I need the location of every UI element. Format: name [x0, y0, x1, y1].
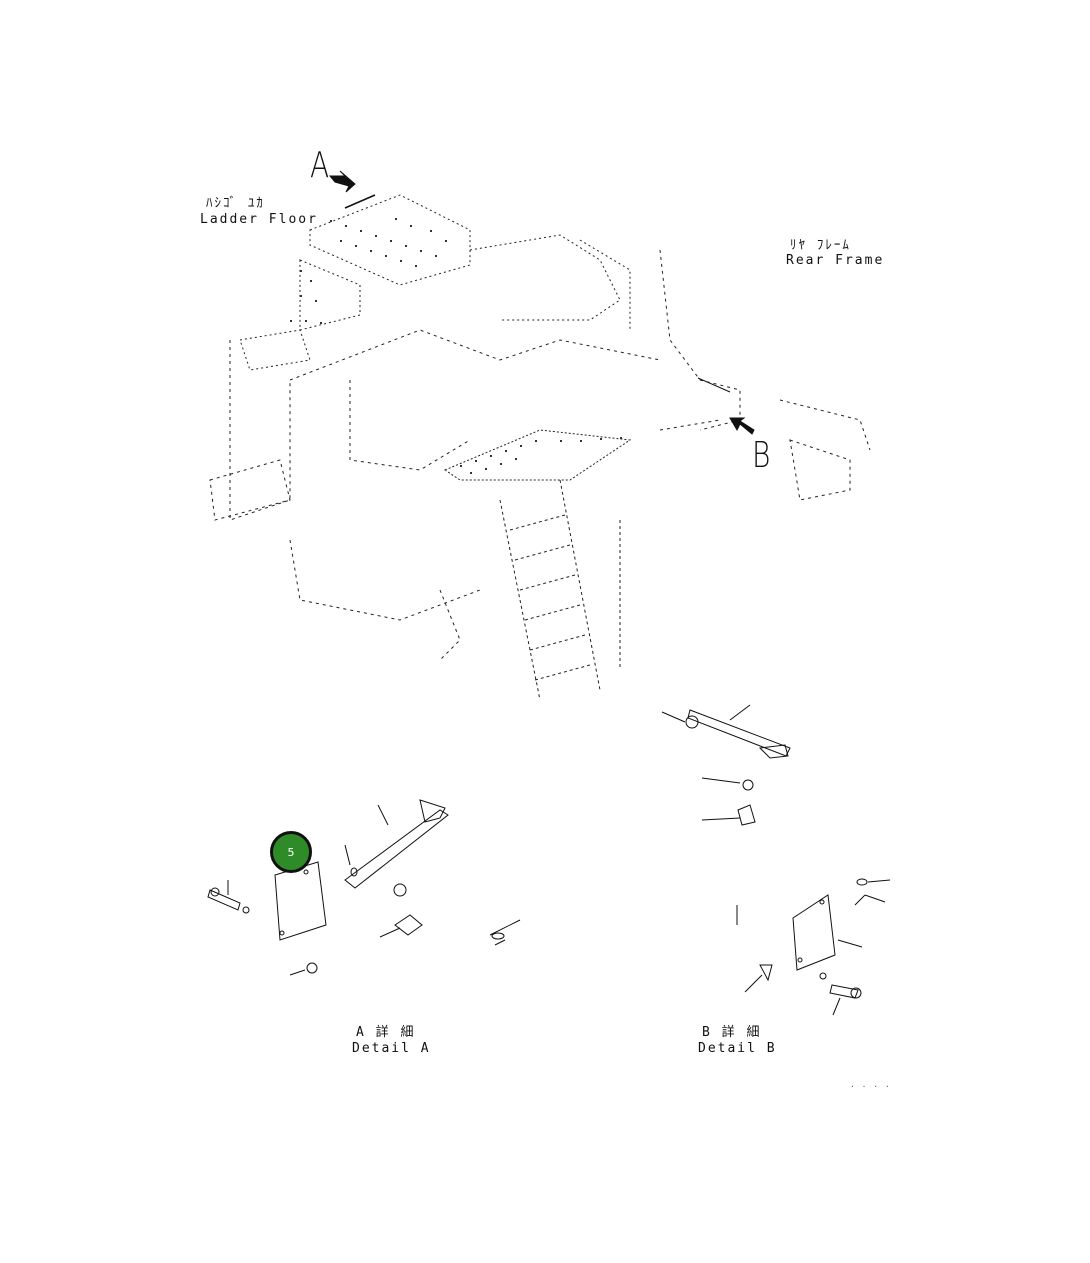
ladder-floor-label-en: Ladder Floor: [200, 212, 318, 227]
detail-b-label-en: Detail B: [698, 1041, 777, 1056]
part-callout-5[interactable]: 5: [270, 831, 312, 873]
rear-frame-label-en: Rear Frame: [786, 253, 885, 268]
arrow-b: [729, 417, 755, 435]
rear-frame-label-jp: ﾘﾔ ﾌﾚｰﾑ: [790, 238, 851, 253]
arrow-a: [328, 170, 356, 193]
sheet-code: · · · ·: [850, 1082, 891, 1091]
arrow-b-letter: B: [752, 435, 771, 476]
main-frame: [209, 249, 701, 661]
detail-b-label-jp: B 詳 細: [702, 1025, 762, 1040]
upper-floor-mesh: [290, 218, 447, 324]
detail-a-label-jp: A 詳 細: [356, 1025, 416, 1040]
detail-a-rod: [344, 809, 449, 889]
detail-b-plate: [792, 894, 836, 971]
lower-step-floor: [443, 429, 632, 481]
ladder-floor-label-jp: ﾊｼｺﾞ ﾕｶ: [206, 196, 265, 211]
detail-b-parts: [661, 704, 891, 1016]
arrow-a-letter: A: [310, 145, 330, 186]
detail-a-parts: [207, 799, 521, 976]
ladder: [499, 479, 621, 701]
detail-a-label-en: Detail A: [352, 1041, 431, 1056]
rear-frame: [659, 379, 871, 501]
detail-a-plate: [274, 861, 327, 941]
upper-ladder-floor: [239, 194, 631, 371]
detail-b-rod: [687, 709, 791, 757]
lower-floor-mesh: [460, 437, 622, 474]
detail-a-bolt: [207, 889, 241, 911]
